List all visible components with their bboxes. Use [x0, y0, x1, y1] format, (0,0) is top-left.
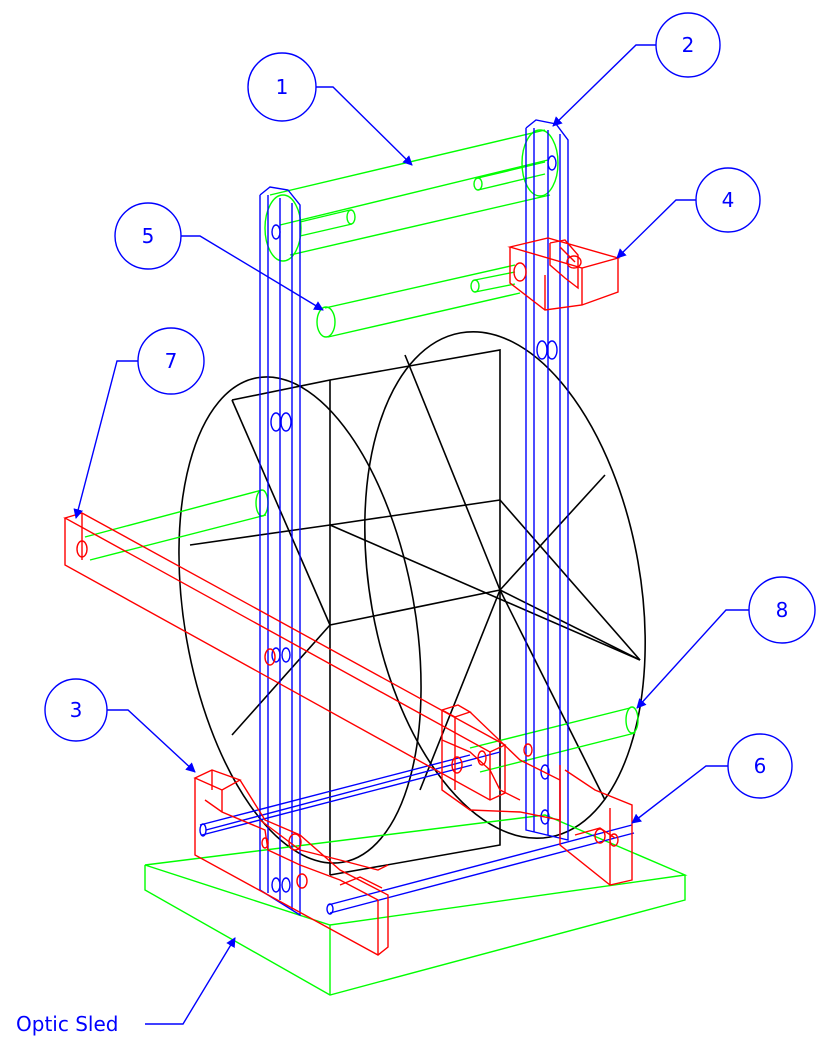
callout-4: 4 [616, 167, 761, 259]
callout-label: 8 [776, 598, 789, 622]
callout-label: 2 [682, 33, 695, 57]
callout-label: 1 [276, 75, 289, 99]
callout-label: 5 [142, 224, 155, 248]
callout-1: 1 [247, 52, 413, 166]
callout-label: 3 [70, 698, 83, 722]
optic-sled-label: Optic Sled [16, 1012, 118, 1036]
callout-3: 3 [44, 678, 196, 773]
callout-7: 7 [73, 327, 205, 519]
optic-sled [144, 814, 688, 996]
callout-8: 8 [636, 576, 816, 709]
callout-5: 5 [114, 202, 324, 311]
callout-2: 2 [552, 12, 721, 127]
callout-label: 7 [165, 349, 178, 373]
callout-label: 4 [722, 188, 735, 212]
blue-frame [199, 119, 635, 917]
green-rods [84, 129, 639, 773]
callout-6: 6 [631, 733, 793, 824]
filter-wheel [178, 331, 646, 876]
optic-sled-callout: Optic Sled [16, 937, 236, 1036]
callout-label: 6 [754, 754, 767, 778]
